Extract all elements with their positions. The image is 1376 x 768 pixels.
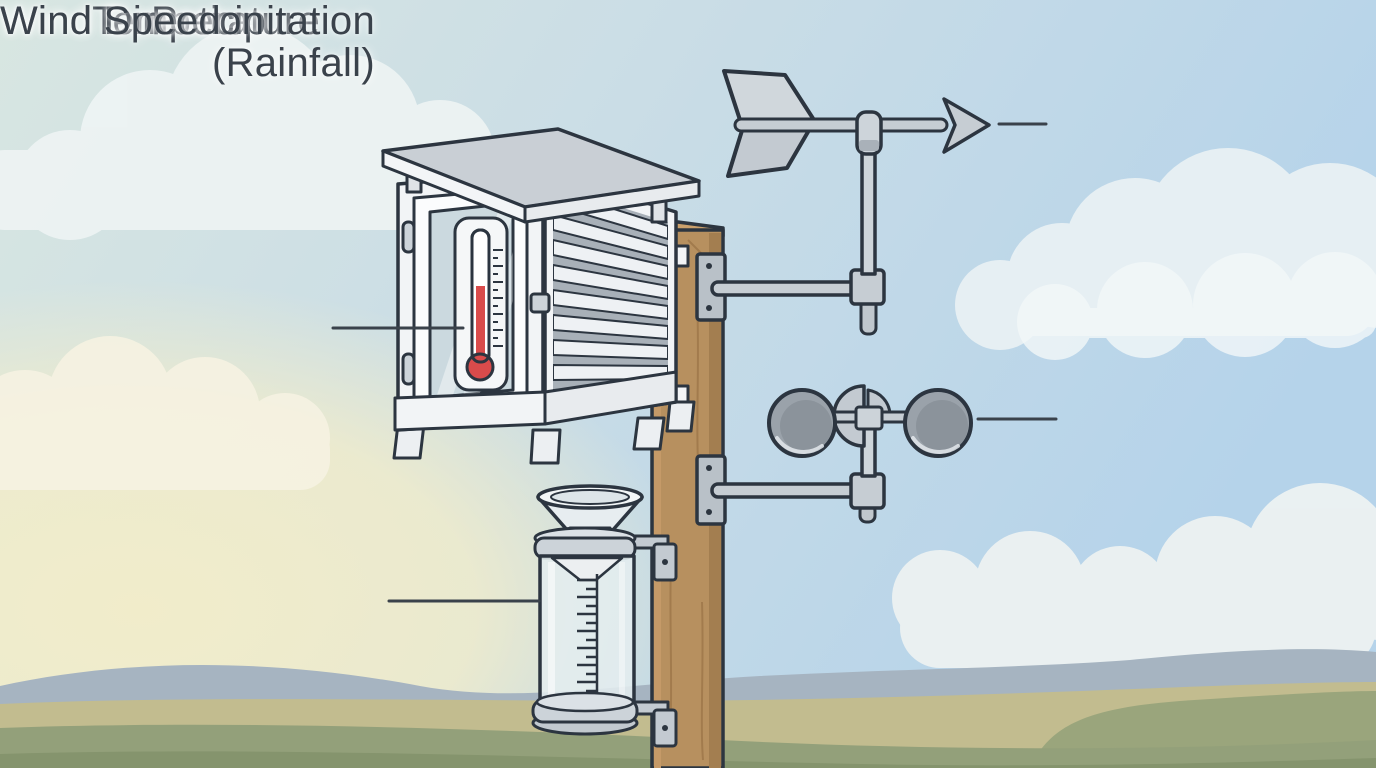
- cloud-right-middle-lower: [1017, 252, 1376, 360]
- thermometer-scale-ticks: [493, 249, 503, 347]
- door-latch: [529, 292, 551, 314]
- cloud-bottom-right: [892, 483, 1376, 668]
- wind-vane: [695, 69, 991, 336]
- rain-gauge-brackets: [628, 534, 678, 748]
- stevenson-screen: [381, 127, 701, 465]
- screen-bottom-rail: [393, 390, 547, 432]
- door-hinge: [401, 220, 416, 254]
- anemometer: [695, 384, 973, 526]
- anemometer-cup-left: [767, 388, 837, 458]
- vane-arrow-rod: [733, 117, 949, 133]
- anemometer-arm: [710, 482, 858, 499]
- rain-gauge: [531, 484, 678, 748]
- precipitation-label: Precipitation (Rainfall): [0, 0, 375, 84]
- vane-arm: [710, 280, 860, 297]
- rain-gauge-bottom-ring: [531, 691, 639, 736]
- precipitation-label-line1: Precipitation: [150, 0, 375, 43]
- connector-lines: [331, 122, 1058, 603]
- screen-louvered-side: [543, 170, 678, 424]
- measuring-scale: [577, 574, 599, 700]
- hill-green-foreground: [0, 751, 1376, 768]
- anemometer-junction-block: [849, 472, 886, 510]
- wind-speed-label: Wind Speed: [0, 0, 221, 43]
- vane-shaft: [860, 148, 877, 276]
- door-hinge: [401, 352, 416, 386]
- anemometer-hub: [854, 405, 884, 431]
- rain-gauge-cylinder: [538, 554, 636, 716]
- screen-roof: [381, 127, 701, 224]
- screen-legs: [392, 400, 696, 465]
- vane-arrow: [722, 69, 991, 178]
- anemometer-cup-right: [903, 388, 973, 458]
- precipitation-label-line2: (Rainfall): [211, 41, 375, 85]
- temperature-label: Temperature: [92, 0, 320, 43]
- screen-bottom-rail-side: [543, 370, 678, 426]
- vane-collar-band: [859, 140, 879, 151]
- cloud-left-middle: [0, 336, 330, 490]
- wind-direction-label: Wind Direction: [0, 0, 265, 43]
- thermometer-icon: [465, 228, 503, 382]
- vane-arrow-head: [942, 97, 991, 154]
- rain-gauge-funnel: [536, 484, 644, 544]
